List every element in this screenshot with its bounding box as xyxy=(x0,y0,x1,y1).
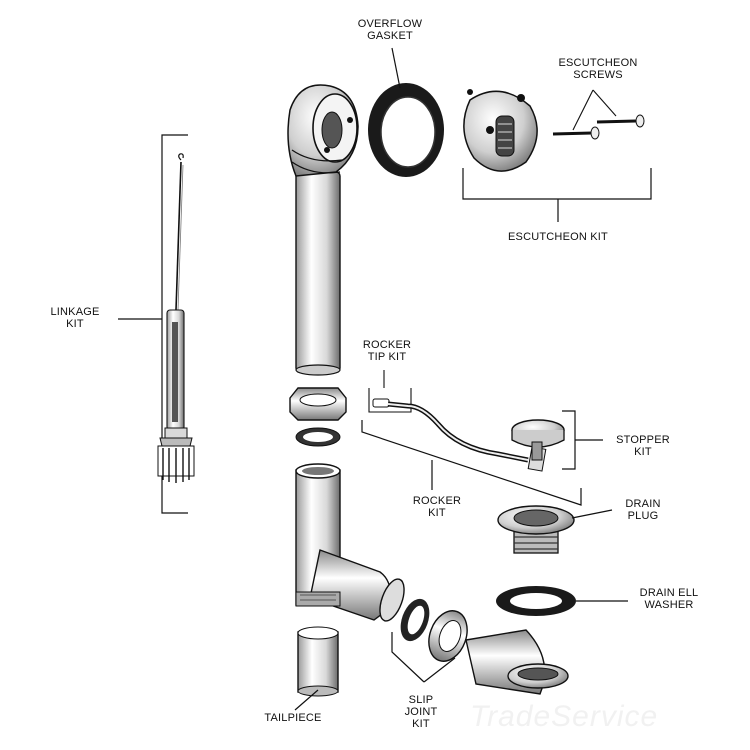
tailpiece xyxy=(297,626,339,697)
slip-joint-bracket xyxy=(391,632,456,683)
label-tailpiece: TAILPIECE xyxy=(264,712,322,724)
escutcheon-kit-bracket xyxy=(462,168,652,222)
upper-slip-nut xyxy=(289,387,347,447)
drain-tee xyxy=(295,463,405,622)
drain-ell-washer xyxy=(496,586,576,616)
rocker-kit-bracket xyxy=(361,420,582,506)
drain-ell xyxy=(465,629,569,695)
linkage-kit-bracket xyxy=(118,134,188,514)
linkage-rod xyxy=(157,153,195,483)
escutcheon-screws xyxy=(552,89,645,140)
escutcheon-plate xyxy=(463,89,538,172)
slip-joint-washer xyxy=(400,598,430,642)
rocker-tip-kit-bracket xyxy=(368,370,412,413)
drain-plug xyxy=(497,505,575,554)
watermark: TradeService xyxy=(470,700,659,733)
overflow-gasket xyxy=(368,83,444,177)
stopper xyxy=(511,419,565,461)
label-escutcheon-kit: ESCUTCHEON KIT xyxy=(508,231,608,243)
slip-joint-nut xyxy=(428,610,468,662)
stopper-kit-bracket xyxy=(562,410,603,470)
overflow-elbow xyxy=(287,84,359,376)
